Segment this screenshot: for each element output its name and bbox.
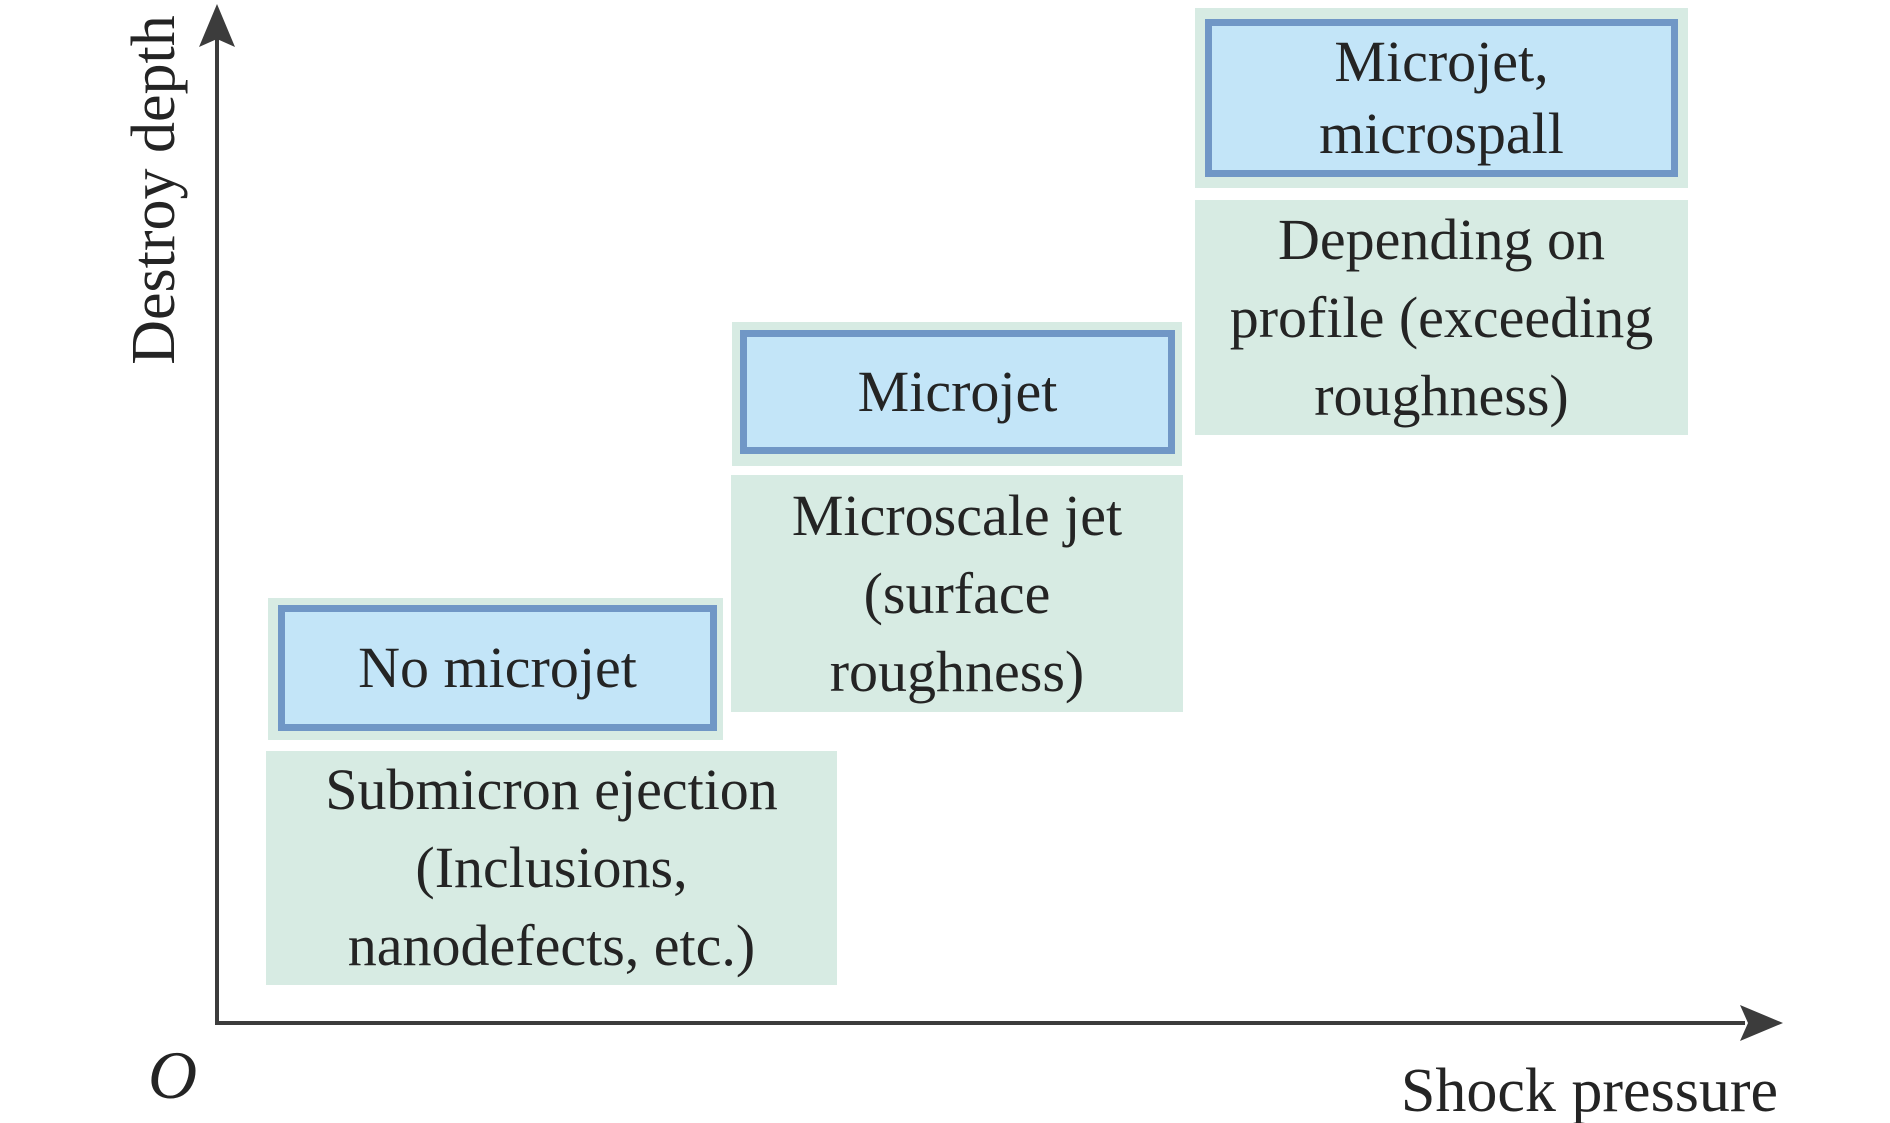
- stage2-regime-label: Microjet: [857, 359, 1058, 424]
- x-axis-arrowhead-icon: [1740, 1005, 1783, 1041]
- stage2-regime-box: Microjet: [740, 330, 1175, 454]
- origin-label: O: [148, 1037, 198, 1113]
- stage3-regime-label: Microjet, microspall: [1319, 29, 1564, 166]
- stage1-regime-label: No microjet: [358, 635, 637, 700]
- stage1-regime-box: No microjet: [278, 605, 717, 731]
- stage1-backing-panel: No microjet: [268, 598, 723, 740]
- stage3-backing-panel: Microjet, microspall: [1195, 8, 1688, 188]
- stage3-caption-box: Depending on profile (exceeding roughnes…: [1195, 200, 1688, 435]
- stage2-caption-box: Microscale jet (surface roughness): [731, 475, 1183, 712]
- y-axis-arrowhead-icon: [199, 4, 235, 47]
- y-axis-label: Destroy depth: [120, 15, 188, 365]
- stage1-caption-box: Submicron ejection (Inclusions, nanodefe…: [266, 751, 837, 985]
- stage2-backing-panel: Microjet: [732, 322, 1182, 466]
- stage3-caption-text: Depending on profile (exceeding roughnes…: [1229, 206, 1654, 428]
- stage3-regime-box: Microjet, microspall: [1205, 19, 1678, 177]
- stage2-caption-text: Microscale jet (surface roughness): [791, 482, 1123, 704]
- stage1-caption-text: Submicron ejection (Inclusions, nanodefe…: [325, 757, 778, 978]
- x-axis-label: Shock pressure: [1400, 1057, 1778, 1123]
